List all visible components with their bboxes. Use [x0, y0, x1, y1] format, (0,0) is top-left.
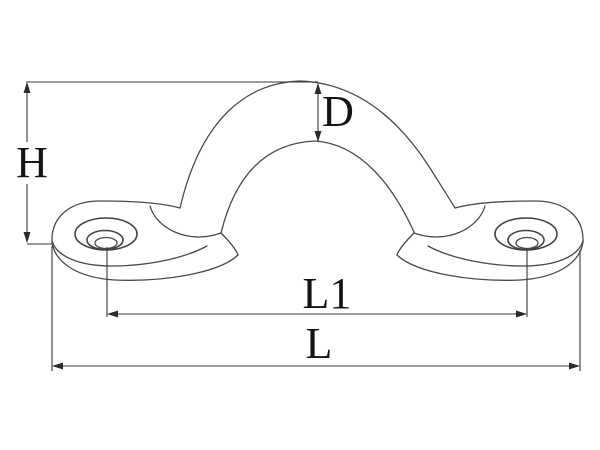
h-label-mask: [13, 142, 51, 184]
arch-inner-curve: [220, 140, 415, 234]
left-pad-waist-edge: [51, 240, 208, 267]
d-arrow-up: [314, 83, 322, 94]
l1-arrow-left: [107, 310, 118, 318]
right-pad-fold-underwrap: [396, 232, 415, 256]
l-arrow-left: [52, 362, 63, 370]
d-label: D: [322, 87, 354, 136]
l-arrow-right: [569, 362, 580, 370]
dimension-l: L: [51, 246, 581, 371]
left-hole-bore: [86, 229, 124, 251]
dimension-l1: L1: [106, 247, 528, 318]
h-arrow-down: [23, 232, 31, 243]
left-pad-bottom-edge: [51, 241, 239, 281]
left-hole-bottom: [94, 236, 118, 250]
dimension-d: D: [314, 83, 354, 142]
left-pad-top-outline: [51, 200, 181, 243]
part-outline: [51, 80, 584, 281]
right-hole-bore: [507, 229, 545, 251]
h-arrow-up: [23, 82, 31, 93]
right-hole-bottom: [515, 236, 539, 250]
left-pad-fold-underwrap: [220, 232, 239, 256]
left-hole-countersink: [74, 217, 138, 251]
l-label: L: [306, 319, 333, 368]
dimension-h: H: [13, 81, 318, 245]
h-label: H: [16, 138, 48, 187]
l1-arrow-right: [516, 310, 527, 318]
right-pad-fold-crescent: [413, 205, 486, 238]
right-pad-top-outline: [454, 200, 584, 243]
d-arrow-down: [314, 131, 322, 142]
right-pad-waist-edge: [427, 240, 584, 267]
right-pad-bottom-edge: [396, 241, 584, 281]
right-hole-countersink: [494, 217, 558, 251]
arch-outer-curve: [179, 80, 456, 209]
l1-label: L1: [303, 269, 352, 318]
left-pad-fold-crescent: [149, 205, 222, 238]
